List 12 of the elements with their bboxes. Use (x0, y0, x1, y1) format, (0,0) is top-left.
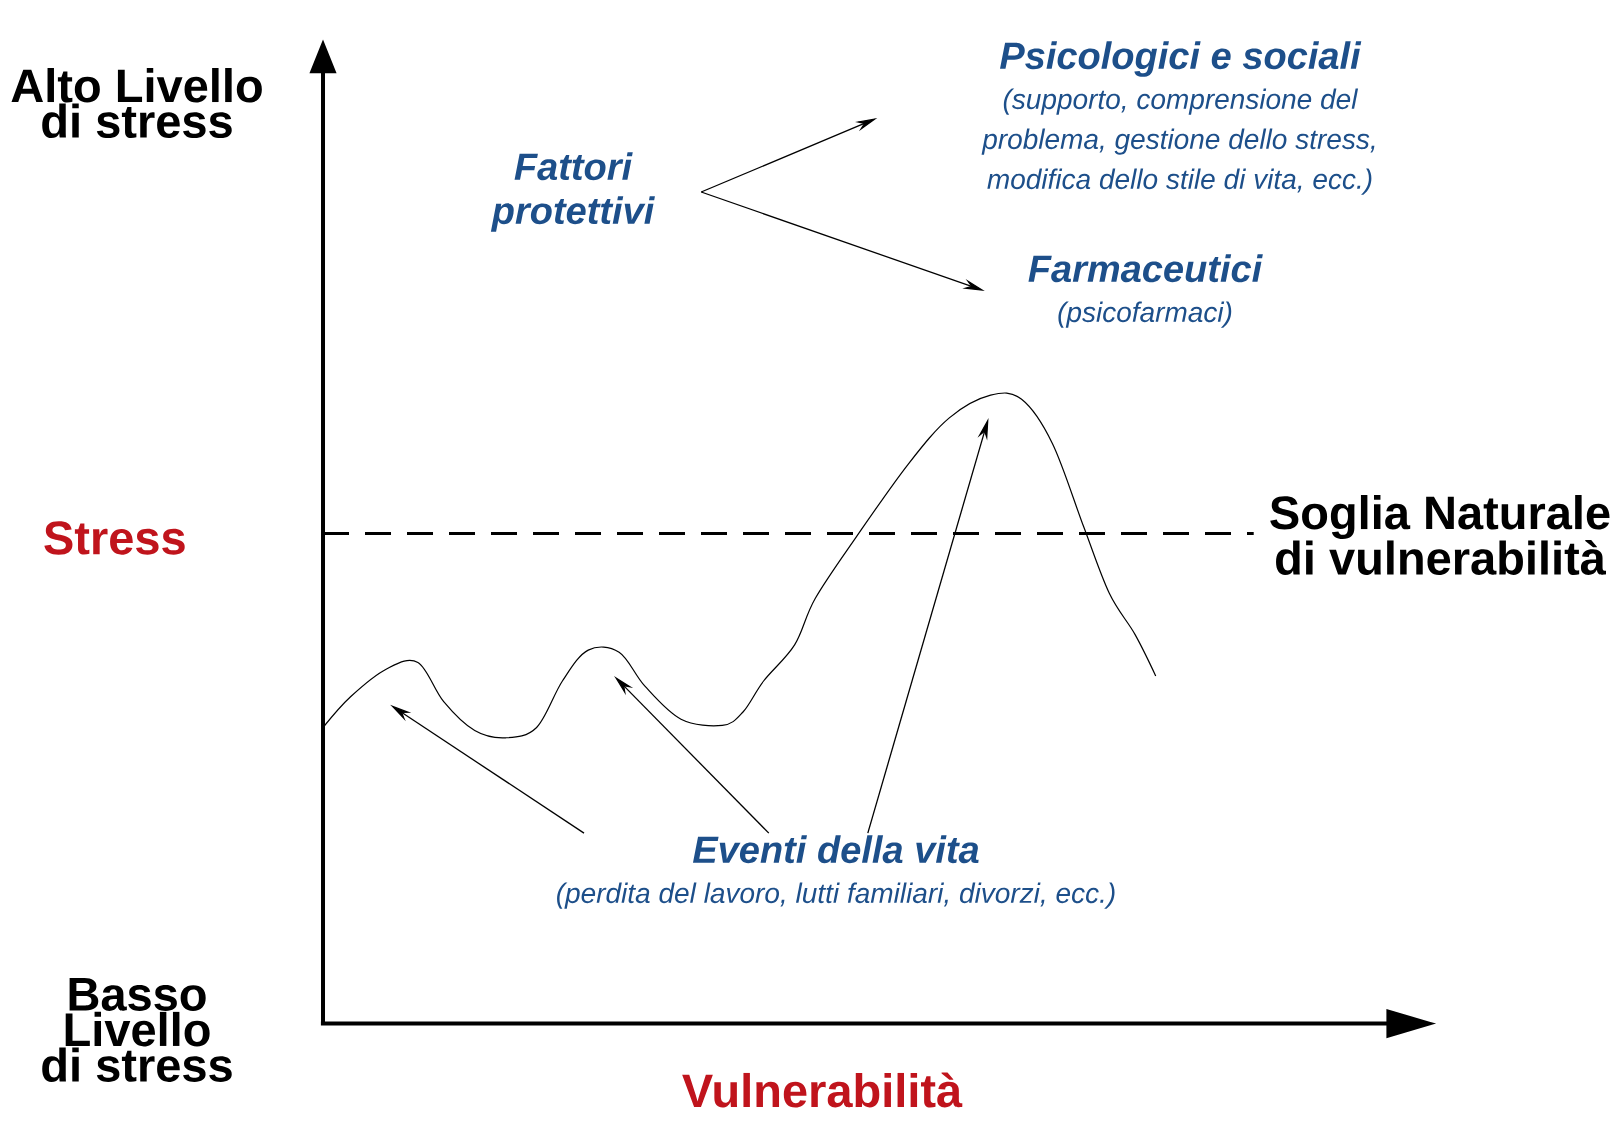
node-description: (perdita del lavoro, lutti familiari, divorzi, ecc.) (557, 882, 1115, 909)
node-description: (psicofarmaci) (1058, 301, 1232, 328)
node-heading: Fattori protettivi (490, 152, 655, 232)
axis-label: Alto Livello di stress (11, 68, 262, 138)
node-heading: Psicologici e sociali (1000, 41, 1362, 77)
node-description: (supporto, comprensione del problema, gestione dello stress, modifica dello stile di vita, ecc.) (981, 88, 1375, 195)
axis-label: Stress (44, 521, 185, 555)
axis-label: Vulnerabilità (682, 1072, 963, 1108)
axis-label: Basso Livello di stress (42, 978, 232, 1082)
axis-label: Soglia Naturale di vulnerabilità (1270, 495, 1610, 575)
node-heading: Farmaceutici (1028, 254, 1263, 283)
node-heading: Eventi della vita (693, 835, 979, 864)
